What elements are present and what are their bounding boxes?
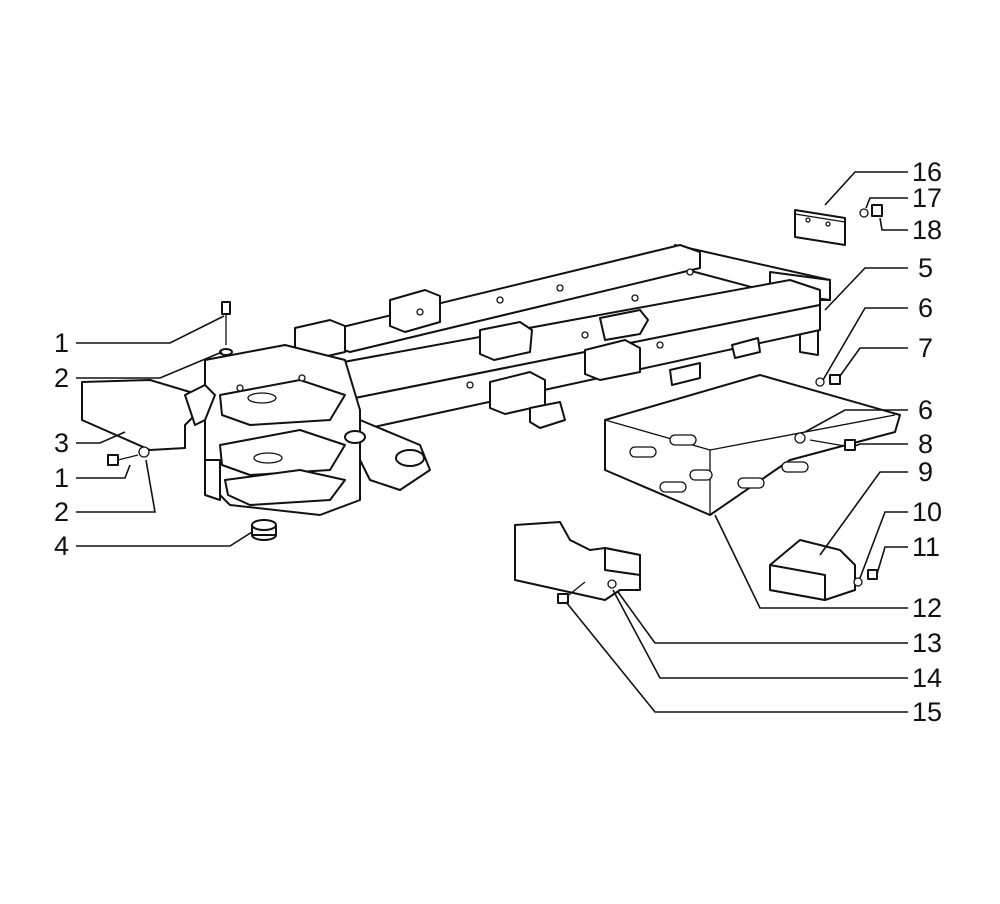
callout-9: 9 <box>918 457 933 487</box>
callout-14: 14 <box>912 663 942 693</box>
callout-12: 12 <box>912 593 942 623</box>
leader-1a <box>76 315 225 344</box>
bolt-washer-top <box>219 301 233 356</box>
leader-14 <box>612 589 908 679</box>
callout-3: 3 <box>54 428 69 458</box>
small-plate <box>794 209 846 246</box>
leader-17 <box>865 197 908 209</box>
front-cover-plate <box>81 379 216 451</box>
chassis-frame <box>294 244 831 431</box>
callout-6b: 6 <box>918 395 933 425</box>
spacer <box>251 519 277 541</box>
callout-2a: 2 <box>54 363 69 393</box>
callout-17: 17 <box>912 183 942 213</box>
callout-16: 16 <box>912 157 942 187</box>
callout-10: 10 <box>912 497 942 527</box>
leader-7 <box>839 347 908 377</box>
callout-7: 7 <box>918 333 933 363</box>
leader-5 <box>824 267 908 311</box>
leader-lines <box>76 171 908 713</box>
callout-5: 5 <box>918 253 933 283</box>
leader-15 <box>565 601 908 713</box>
leader-12 <box>714 514 908 609</box>
bolt-washer-side <box>107 446 150 466</box>
front-bracket-assembly <box>204 344 431 516</box>
leader-13 <box>617 591 908 644</box>
leader-4 <box>76 531 253 547</box>
channel-bracket <box>769 539 878 601</box>
callout-18: 18 <box>912 215 942 245</box>
leader-10 <box>859 511 908 579</box>
callout-6a: 6 <box>918 293 933 323</box>
callout-13: 13 <box>912 628 942 658</box>
leader-1b <box>76 464 131 479</box>
callout-11: 11 <box>912 532 940 562</box>
callout-8: 8 <box>918 429 933 459</box>
leader-6a <box>822 307 908 381</box>
leader-9 <box>819 471 908 556</box>
callout-1b: 1 <box>54 463 69 493</box>
leader-18 <box>879 217 908 231</box>
callout-1a: 1 <box>54 328 69 358</box>
callout-2b: 2 <box>54 497 69 527</box>
callout-4: 4 <box>54 531 69 561</box>
belly-guard <box>604 374 901 516</box>
leader-2b <box>76 459 156 513</box>
callout-15: 15 <box>912 697 942 727</box>
callout-labels: 1 2 3 1 2 4 16 17 18 5 6 7 6 8 9 10 11 1… <box>54 157 942 727</box>
leader-3 <box>76 431 126 444</box>
mounting-plate <box>514 521 641 604</box>
leader-6b <box>804 409 908 433</box>
leader-2a <box>76 351 223 379</box>
leader-16 <box>824 171 908 206</box>
bolt-17-18 <box>859 204 883 218</box>
leader-11 <box>876 546 908 575</box>
leader-8 <box>854 443 908 447</box>
